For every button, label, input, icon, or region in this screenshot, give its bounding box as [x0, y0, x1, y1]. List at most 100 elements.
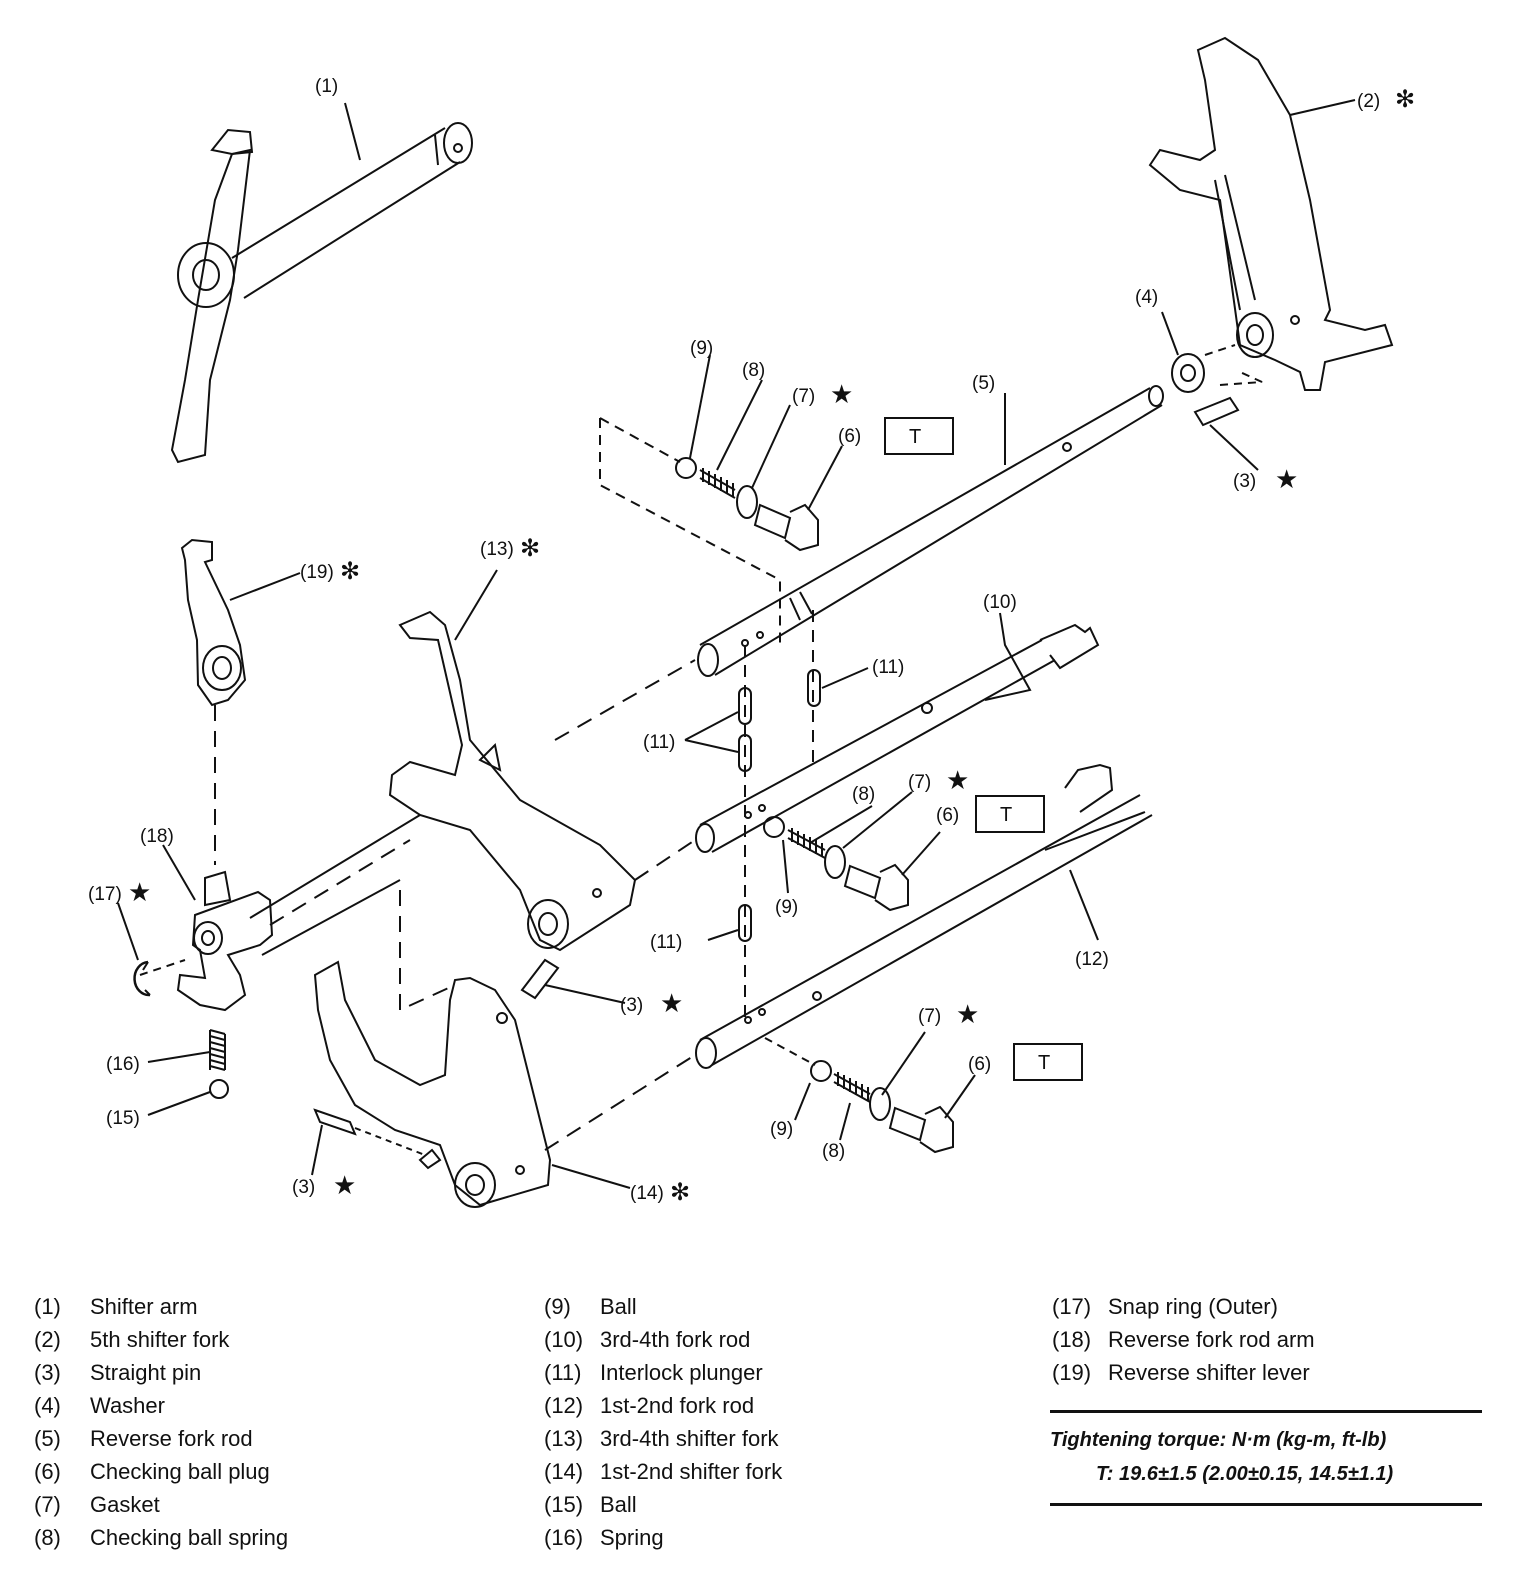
legend-item: (4) Washer [34, 1389, 288, 1422]
legend-number: (16) [544, 1525, 584, 1550]
callout-line-3-bottom [311, 1124, 323, 1176]
asterisk-13: ✻ [520, 534, 540, 562]
callout-9-top: (9) [690, 338, 713, 359]
callout-line-7c [881, 1031, 926, 1096]
callout-8-middle: (8) [852, 784, 875, 805]
reverse-fork-rod-arm-part [176, 814, 421, 1012]
callout-7-middle: (7) [908, 772, 931, 793]
legend-name: 1st-2nd fork rod [600, 1393, 755, 1418]
callout-3-bottom: (3) [292, 1177, 315, 1198]
legend-name: Straight pin [90, 1360, 202, 1385]
legend-number: (15) [544, 1492, 584, 1517]
legend-item: (14)1st-2nd shifter fork [544, 1455, 782, 1488]
legend-name: Checking ball plug [90, 1459, 270, 1484]
callout-line-9a [689, 354, 711, 459]
legend-number: (2) [34, 1327, 61, 1352]
callout-line-11a [821, 667, 869, 689]
callout-3-middle: (3) [620, 995, 643, 1016]
callout-19: (19) [300, 562, 334, 583]
straight-pin-part-top [1193, 396, 1240, 427]
callout-line-13 [454, 569, 498, 641]
callout-line-10 [984, 612, 1032, 701]
legend-number: (4) [34, 1393, 61, 1418]
legend-name: Reverse fork rod [90, 1426, 253, 1451]
callout-line-1 [344, 102, 361, 161]
callout-4: (4) [1135, 287, 1158, 308]
callout-6-middle: (6) [936, 805, 959, 826]
legend-name: Spring [600, 1525, 664, 1550]
spring-part [209, 1029, 226, 1071]
legend-number: (9) [544, 1294, 571, 1319]
legend-name: 3rd-4th fork rod [600, 1327, 751, 1352]
third-fourth-fork-rod-part [695, 623, 1100, 853]
callout-line-14 [551, 1164, 631, 1189]
legend-number: (18) [1052, 1327, 1092, 1352]
callout-line-8c [839, 1102, 851, 1141]
torque-heading: Tightening torque: N·m (kg-m, ft-lb) [1050, 1429, 1387, 1451]
callout-7-bottom: (7) [918, 1006, 941, 1027]
legend-number: (17) [1052, 1294, 1092, 1319]
dashed-guide-top [599, 418, 781, 645]
callout-line-3-middle [544, 984, 626, 1004]
callout-14: (14) [630, 1183, 664, 1204]
star-7-bottom: ★ [956, 1000, 979, 1030]
legend-number: (19) [1052, 1360, 1092, 1385]
callout-5: (5) [972, 373, 995, 394]
legend-number: (11) [544, 1360, 582, 1385]
callout-15: (15) [106, 1108, 140, 1129]
torque-mark-bottom: T [1038, 1052, 1050, 1074]
callout-line-12 [1069, 869, 1099, 941]
asterisk-19: ✻ [340, 557, 360, 585]
legend-item: (13)3rd-4th shifter fork [544, 1422, 782, 1455]
legend-item: (2) 5th shifter fork [34, 1323, 288, 1356]
legend-name: Washer [90, 1393, 165, 1418]
star-3-top: ★ [1275, 465, 1298, 495]
legend-number: (1) [34, 1294, 61, 1319]
straight-pin-part-bottom [313, 1108, 357, 1136]
parts-legend-column-2: (9)Ball (10)3rd-4th fork rod (11)Interlo… [544, 1290, 782, 1554]
legend-item: (17)Snap ring (Outer) [1052, 1290, 1315, 1323]
legend-item: (9)Ball [544, 1290, 782, 1323]
legend-number: (6) [34, 1459, 61, 1484]
legend-number: (7) [34, 1492, 61, 1517]
legend-name: 5th shifter fork [90, 1327, 230, 1352]
star-3-middle: ★ [660, 989, 683, 1019]
callout-line-7a [751, 404, 791, 489]
shifter-arm-part [170, 122, 473, 464]
legend-item: (15) Ball [544, 1488, 782, 1521]
callout-line-7b [842, 791, 913, 849]
callout-6-bottom: (6) [968, 1054, 991, 1075]
asterisk-14: ✻ [670, 1178, 690, 1206]
callout-16: (16) [106, 1054, 140, 1075]
legend-name: Ball [600, 1492, 637, 1517]
callout-line-15 [147, 1091, 211, 1116]
checking-ball-set-middle [763, 816, 909, 912]
legend-item: (5)Reverse fork rod [34, 1422, 288, 1455]
callout-line-19 [229, 572, 301, 601]
callout-line-9c [794, 1082, 811, 1121]
legend-item: (3)Straight pin [34, 1356, 288, 1389]
snap-ring-part [133, 960, 151, 997]
legend-name: Reverse fork rod arm [1108, 1327, 1315, 1352]
legend-name: 3rd-4th shifter fork [600, 1426, 779, 1451]
legend-item: (10)3rd-4th fork rod [544, 1323, 782, 1356]
parts-legend-column-1: (1)Shifter arm (2)5th shifter fork (3)St… [34, 1290, 288, 1554]
callout-line-2 [1289, 99, 1356, 116]
torque-box-top [884, 417, 954, 455]
torque-mark-middle: T [1000, 804, 1012, 826]
callout-line-6c [944, 1074, 976, 1119]
third-fourth-shifter-fork-part [388, 610, 637, 952]
checking-ball-set-bottom [810, 1060, 954, 1154]
reverse-fork-rod-part [697, 385, 1164, 677]
callout-1: (1) [315, 76, 338, 97]
callout-9-middle: (9) [775, 897, 798, 918]
legend-number: (12) [544, 1393, 584, 1418]
torque-spec: T: 19.6±1.5 (2.00±0.15, 14.5±1.1) [1096, 1463, 1394, 1485]
torque-box-bottom [1013, 1043, 1083, 1081]
callout-line-6b [901, 831, 941, 876]
callout-line-16 [147, 1051, 211, 1063]
parts-legend-column-3: (17)Snap ring (Outer) (18) Reverse fork r… [1052, 1290, 1315, 1389]
legend-item: (6) Checking ball plug [34, 1455, 288, 1488]
callout-12: (12) [1075, 949, 1109, 970]
legend-name: Reverse shifter lever [1108, 1360, 1310, 1385]
